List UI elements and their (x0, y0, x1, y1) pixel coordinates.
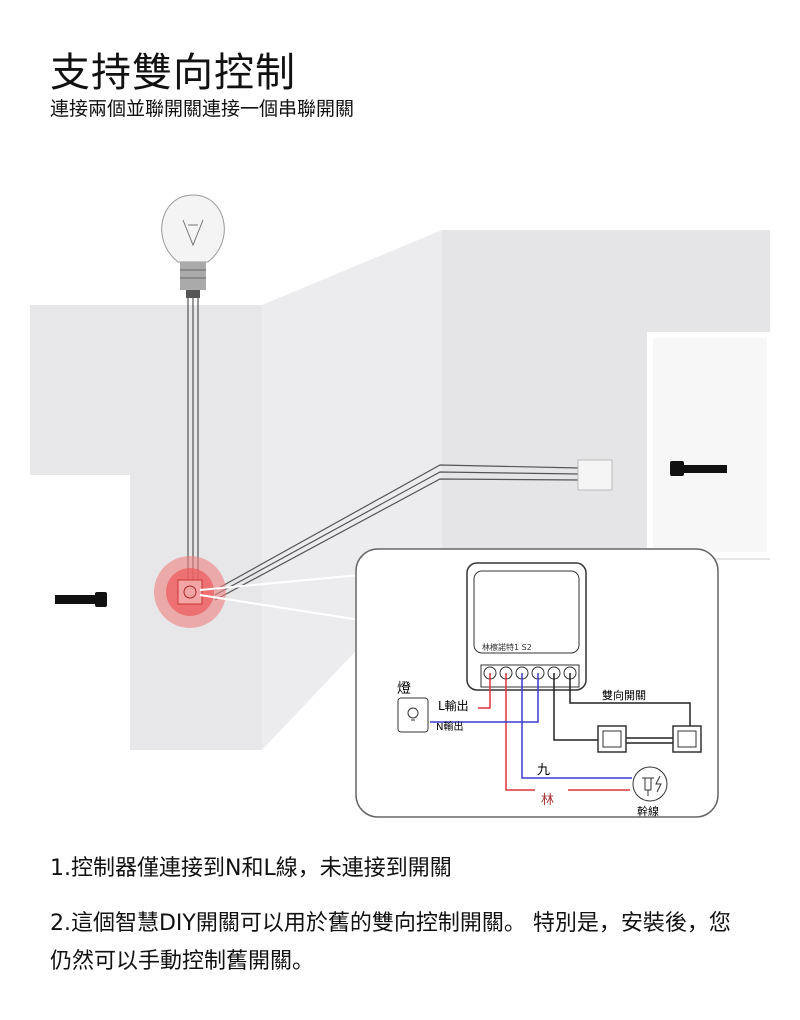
wiring-diagram-inset: 林檫諾特1 S2 燈 (355, 548, 719, 818)
lamp-icon (397, 697, 429, 733)
light-bulb-icon (161, 194, 225, 298)
switch-1-icon (597, 725, 627, 753)
left-door-handle (55, 595, 100, 604)
page-subtitle: 連接兩個並聯開關連接一個串聯開關 (50, 98, 355, 120)
neutral-label: 九 (537, 763, 550, 778)
mains-plug-icon (632, 766, 668, 802)
module-label: 林檫諾特1 S2 (482, 642, 532, 652)
l-out-label: L輸出 (438, 698, 469, 713)
wall-switch (577, 459, 613, 491)
mains-label: 幹線 (637, 804, 659, 818)
switch-2-icon (672, 725, 702, 753)
n-out-label: N輸出 (436, 720, 463, 733)
left-door (30, 475, 130, 750)
note-1: 1.控制器僅連接到N和L線，未連接到開關 (50, 856, 452, 881)
controller-location-icon (154, 556, 226, 628)
page-title: 支持雙向控制 (50, 50, 296, 96)
middle-wall (262, 230, 442, 750)
live-label: 林 (541, 793, 554, 808)
wall-wires (187, 298, 581, 601)
two-way-switch-label: 雙向開關 (602, 688, 646, 702)
right-door (647, 332, 773, 558)
wiring-illustration: 林檫諾特1 S2 燈 (30, 194, 773, 818)
note-2: 2.這個智慧DIY開關可以用於舊的雙向控制開關。 特別是，安裝後，您仍然可以手動… (50, 911, 731, 974)
lamp-label: 燈 (397, 681, 411, 697)
